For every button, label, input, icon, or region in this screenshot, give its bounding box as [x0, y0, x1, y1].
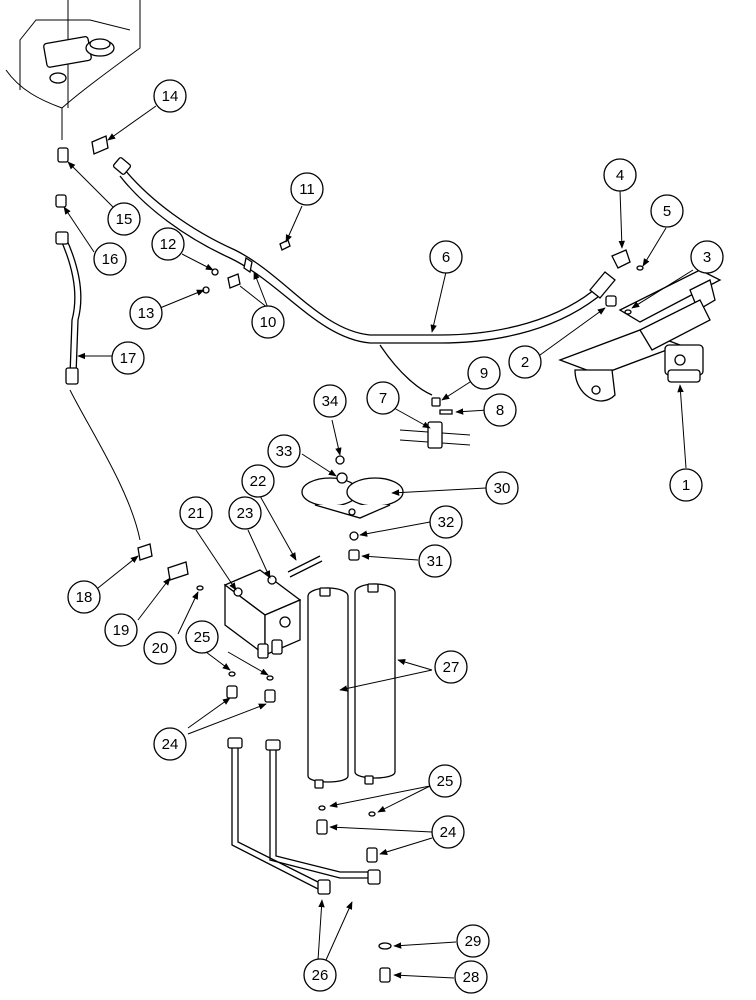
- callout-label: 14: [162, 88, 179, 105]
- brake-valve-assembly: [558, 269, 722, 402]
- filter-bracket: [301, 455, 404, 561]
- callout-label: 1: [682, 477, 690, 494]
- callout: 8: [483, 393, 517, 427]
- callout: 19: [104, 613, 138, 647]
- callout-label: 4: [616, 167, 624, 184]
- callout: 28: [454, 960, 488, 994]
- mid-left-fittings: [137, 543, 204, 591]
- callout-label: 23: [237, 505, 254, 522]
- callout: 23: [228, 496, 262, 530]
- callout-label: 24: [440, 824, 457, 841]
- callout-label: 3: [703, 249, 711, 266]
- callout: 21: [179, 496, 213, 530]
- callout: 1: [669, 468, 703, 502]
- callout-label: 28: [463, 969, 480, 986]
- callout: 2: [508, 345, 542, 379]
- callout-label: 6: [442, 249, 450, 266]
- block-fittings: [226, 671, 276, 703]
- tank-corner: [5, 0, 141, 140]
- callout-label: 24: [162, 736, 179, 753]
- callout-label: 20: [152, 640, 169, 657]
- callout-label: 22: [250, 473, 267, 490]
- callout: 29: [456, 924, 490, 958]
- callout-label: 16: [102, 251, 119, 268]
- callout: 7: [366, 381, 400, 415]
- callout: 22: [241, 464, 275, 498]
- callout: 24: [431, 815, 465, 849]
- callout-label: 29: [465, 933, 482, 950]
- callout-label: 21: [188, 505, 205, 522]
- callout-label: 5: [663, 203, 671, 220]
- callout-label: 31: [427, 553, 444, 570]
- callout-label: 13: [138, 305, 155, 322]
- callout: 24: [153, 727, 187, 761]
- callout: 15: [107, 202, 141, 236]
- callout: 5: [650, 194, 684, 228]
- callout-label: 26: [312, 967, 329, 984]
- leader-lines: [63, 105, 694, 979]
- callout: 14: [153, 79, 187, 113]
- callout: 6: [429, 240, 463, 274]
- callout-label: 34: [322, 393, 339, 410]
- filter-canisters: [307, 583, 396, 789]
- callout: 3: [690, 240, 724, 274]
- callout-label: 9: [480, 365, 488, 382]
- callout: 11: [290, 172, 324, 206]
- callout-label: 10: [260, 314, 277, 331]
- callout: 20: [143, 631, 177, 665]
- callout: 16: [93, 242, 127, 276]
- callout: 10: [251, 305, 285, 339]
- main-hose: [112, 157, 616, 396]
- callout: 30: [485, 471, 519, 505]
- callout-label: 18: [76, 589, 93, 606]
- callout-label: 32: [438, 514, 455, 531]
- callout-label: 27: [443, 659, 460, 676]
- right-fittings: [605, 249, 644, 315]
- left-fittings: [55, 135, 291, 294]
- callout-label: 15: [116, 211, 133, 228]
- callout: 12: [151, 227, 185, 261]
- callout: 25: [185, 620, 219, 654]
- callout: 13: [129, 296, 163, 330]
- callout-label: 7: [379, 390, 387, 407]
- tube-assembly: [227, 737, 381, 895]
- left-hose: [55, 231, 141, 541]
- callout: 26: [303, 958, 337, 992]
- callout: 17: [111, 341, 145, 375]
- callout-label: 2: [521, 354, 529, 371]
- callout: 27: [434, 650, 468, 684]
- callout-label: 11: [299, 181, 315, 198]
- callout-label: 25: [437, 773, 454, 790]
- callout: 34: [313, 384, 347, 418]
- callout-label: 30: [494, 480, 511, 497]
- callout: 32: [429, 505, 463, 539]
- callout-label: 19: [113, 622, 130, 639]
- callout-label: 8: [496, 402, 504, 419]
- callout: 33: [267, 434, 301, 468]
- callout: 18: [67, 580, 101, 614]
- callout-label: 12: [160, 236, 177, 253]
- callout-label: 25: [194, 629, 211, 646]
- callout-label: 17: [120, 350, 137, 367]
- bottom-fittings: [316, 805, 392, 983]
- hose-clamp: [399, 397, 471, 449]
- callout-label: 33: [276, 443, 293, 460]
- callout: 4: [603, 158, 637, 192]
- callout: 9: [467, 356, 501, 390]
- valve-block: [223, 555, 323, 659]
- callout: 31: [418, 544, 452, 578]
- callout: 25: [428, 764, 462, 798]
